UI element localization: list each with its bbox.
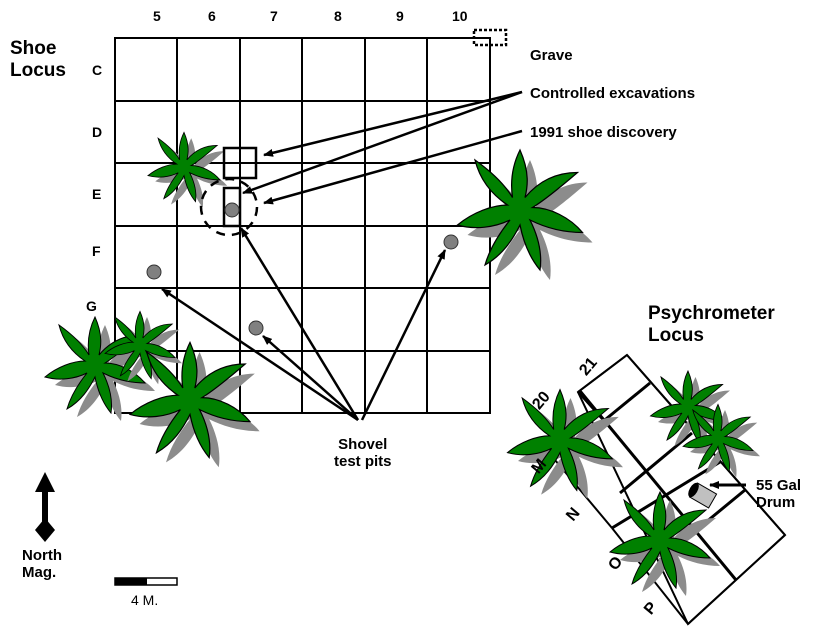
title-line: Shoe	[10, 38, 57, 59]
shoe-discovery-area	[199, 177, 259, 237]
scale-bar	[114, 577, 178, 586]
row-label: C	[92, 62, 103, 78]
column-label: 5	[153, 8, 161, 24]
label-line: Drum	[756, 494, 796, 512]
column-label: 8	[334, 8, 342, 24]
column-label: 7	[270, 8, 278, 24]
legend-shovel-test-pits: Shovel test pits	[334, 436, 392, 471]
north-arrow-icon	[35, 472, 55, 542]
title-line: Psychrometer	[648, 303, 775, 324]
row-label: D	[92, 124, 103, 140]
psychrometer-locus-title: Psychrometer Locus	[648, 303, 775, 347]
legend-controlled-excavations: Controlled excavations	[530, 85, 696, 102]
excavation-unit	[222, 146, 258, 180]
grave-marker	[472, 28, 508, 47]
column-label: 6	[208, 8, 216, 24]
scale-bar-label: 4 M.	[131, 592, 159, 608]
legend-grave: Grave	[530, 47, 573, 64]
leader-arrows	[161, 90, 523, 422]
label-line: Shovel	[338, 436, 388, 453]
drum-icon	[688, 482, 718, 509]
label-line: test pits	[334, 453, 392, 471]
test-pit	[224, 202, 240, 218]
column-label: 10	[452, 8, 468, 24]
column-label: 9	[396, 8, 404, 24]
row-label: G	[86, 298, 97, 314]
legend-shoe-discovery: 1991 shoe discovery	[530, 124, 677, 141]
row-label: E	[92, 186, 102, 202]
title-line: Locus	[648, 324, 704, 346]
title-line: Locus	[10, 59, 66, 81]
label-line: Mag.	[22, 564, 57, 582]
shoe-locus-title: Shoe Locus	[10, 38, 66, 82]
label-line: 55 Gal	[756, 477, 802, 494]
excavation-unit	[222, 186, 242, 228]
row-label: F	[92, 243, 101, 259]
tree-icon	[147, 132, 228, 208]
test-pit	[248, 320, 264, 336]
legend-drum: 55 Gal Drum	[756, 477, 801, 512]
test-pit	[443, 234, 459, 250]
tree-icon	[456, 149, 593, 280]
north-arrow-label: North Mag.	[22, 547, 62, 582]
label-line: North	[22, 547, 62, 564]
shovel-test-pits	[146, 202, 459, 336]
test-pit	[146, 264, 162, 280]
